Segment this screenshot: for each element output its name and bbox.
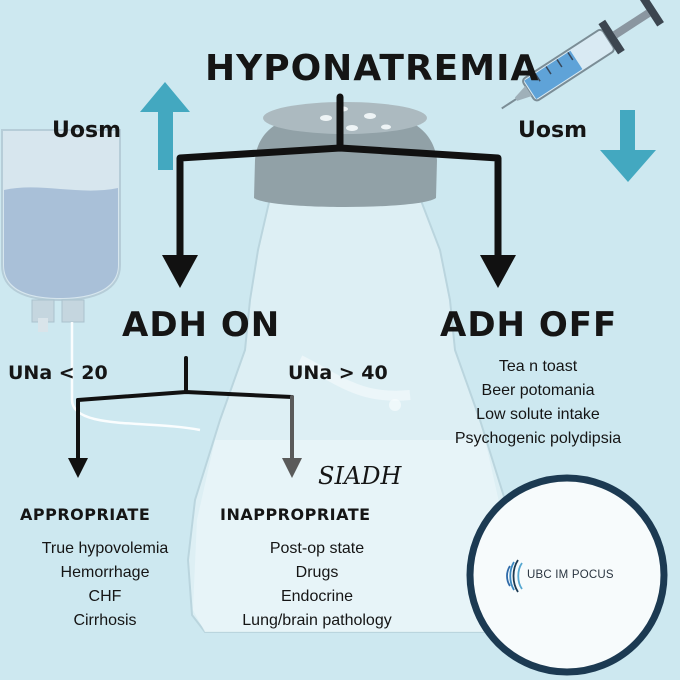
sub-flow-arrows: [76, 356, 294, 462]
page-title: HYPONATREMIA: [205, 48, 540, 89]
list-item: Low solute intake: [476, 406, 600, 423]
sub-arrowhead-left: [68, 458, 88, 478]
arrowhead-left: [162, 255, 198, 288]
list-item: CHF: [88, 588, 122, 605]
adh-off-heading: ADH OFF: [440, 305, 618, 345]
list-item: Beer potomania: [481, 382, 595, 399]
list-item: Cirrhosis: [73, 612, 137, 629]
adh-on-heading: ADH ON: [122, 305, 281, 345]
una-high-label: UNa > 40: [288, 362, 388, 384]
logo-badge: [466, 474, 668, 676]
adh-off-causes: Tea n toast Beer potomania Low solute in…: [418, 355, 658, 451]
logo-text: UBC IM POCUS: [527, 569, 614, 581]
uosm-low-label: Uosm: [518, 118, 587, 143]
appropriate-heading: APPROPRIATE: [20, 505, 151, 524]
arrow-down-icon: [600, 110, 656, 182]
arrowhead-right: [480, 255, 516, 288]
inappropriate-causes: Post-op state Drugs Endocrine Lung/brain…: [212, 537, 422, 633]
list-item: Tea n toast: [498, 358, 578, 375]
main-flow-arrows: [176, 93, 502, 262]
syringe-icon: [501, 0, 664, 110]
list-item: Hemorrhage: [60, 564, 150, 581]
list-item: Drugs: [295, 564, 339, 581]
saline-bag-icon: [1, 129, 201, 432]
salt-shaker-icon: [186, 102, 514, 633]
list-item: Endocrine: [280, 588, 354, 605]
list-item: Psychogenic polydipsia: [454, 430, 622, 447]
list-item: True hypovolemia: [41, 540, 169, 557]
uosm-high-label: Uosm: [52, 118, 121, 143]
siadh-annotation: SIADH: [318, 462, 402, 490]
inappropriate-heading: INAPPROPRIATE: [220, 505, 371, 524]
list-item: Post-op state: [269, 540, 365, 557]
sub-arrowhead-right: [282, 458, 302, 478]
una-low-label: UNa < 20: [8, 362, 108, 384]
list-item: Lung/brain pathology: [242, 612, 392, 629]
appropriate-causes: True hypovolemia Hemorrhage CHF Cirrhosi…: [10, 537, 200, 633]
arrow-up-icon: [140, 82, 190, 170]
